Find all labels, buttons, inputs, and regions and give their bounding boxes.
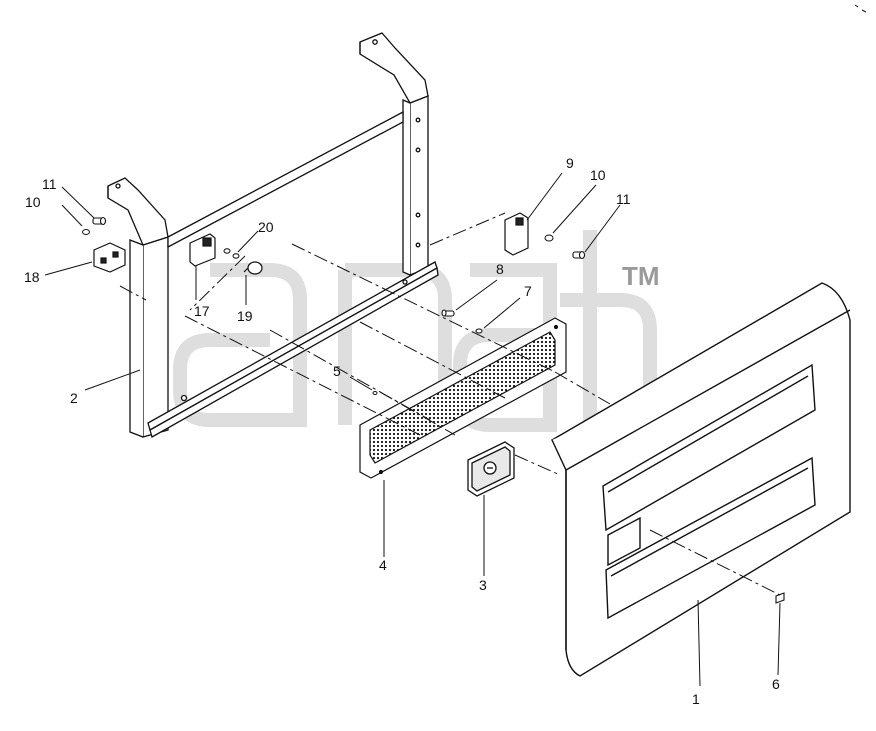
corner-marks bbox=[854, 4, 867, 13]
callout-6: 6 bbox=[772, 676, 780, 692]
nut-part-7 bbox=[475, 328, 483, 334]
grille-part-4 bbox=[359, 317, 567, 479]
bolt-part-11-right bbox=[572, 250, 586, 260]
callout-10-left: 10 bbox=[25, 194, 41, 210]
callout-2: 2 bbox=[70, 390, 78, 406]
bracket-part-17 bbox=[189, 233, 216, 267]
callout-4: 4 bbox=[379, 557, 387, 573]
door-panel-part-1 bbox=[550, 282, 851, 677]
callout-18: 18 bbox=[24, 269, 40, 285]
bracket-part-18 bbox=[93, 242, 126, 273]
bolt-part-11-left bbox=[92, 216, 107, 226]
leader-lines bbox=[44, 172, 781, 687]
bracket-part-9 bbox=[504, 212, 529, 256]
callout-11-left: 11 bbox=[42, 176, 57, 192]
callout-20: 20 bbox=[258, 219, 274, 235]
latch-part-3 bbox=[467, 441, 515, 497]
frame-part-2 bbox=[107, 32, 439, 438]
screw-part-6 bbox=[775, 592, 785, 604]
callout-7: 7 bbox=[524, 283, 532, 299]
callout-8: 8 bbox=[496, 261, 504, 277]
callout-5: 5 bbox=[333, 363, 341, 379]
rivet-part-5 bbox=[372, 391, 378, 395]
washer-part-10-right bbox=[544, 234, 554, 242]
alignment-lines bbox=[119, 212, 781, 596]
washer-part-20 bbox=[223, 248, 240, 259]
screw-part-8 bbox=[441, 309, 455, 317]
callout-1: 1 bbox=[692, 691, 700, 707]
callout-3: 3 bbox=[479, 577, 487, 593]
callout-11-right: 11 bbox=[616, 191, 631, 207]
callout-17: 17 bbox=[194, 303, 210, 319]
callout-19: 19 bbox=[237, 308, 253, 324]
knob-part-19 bbox=[243, 261, 263, 275]
washer-part-10-left bbox=[82, 229, 90, 235]
watermark-tm: TM bbox=[622, 261, 660, 291]
callout-10-right: 10 bbox=[590, 167, 606, 183]
callout-9: 9 bbox=[566, 155, 574, 171]
